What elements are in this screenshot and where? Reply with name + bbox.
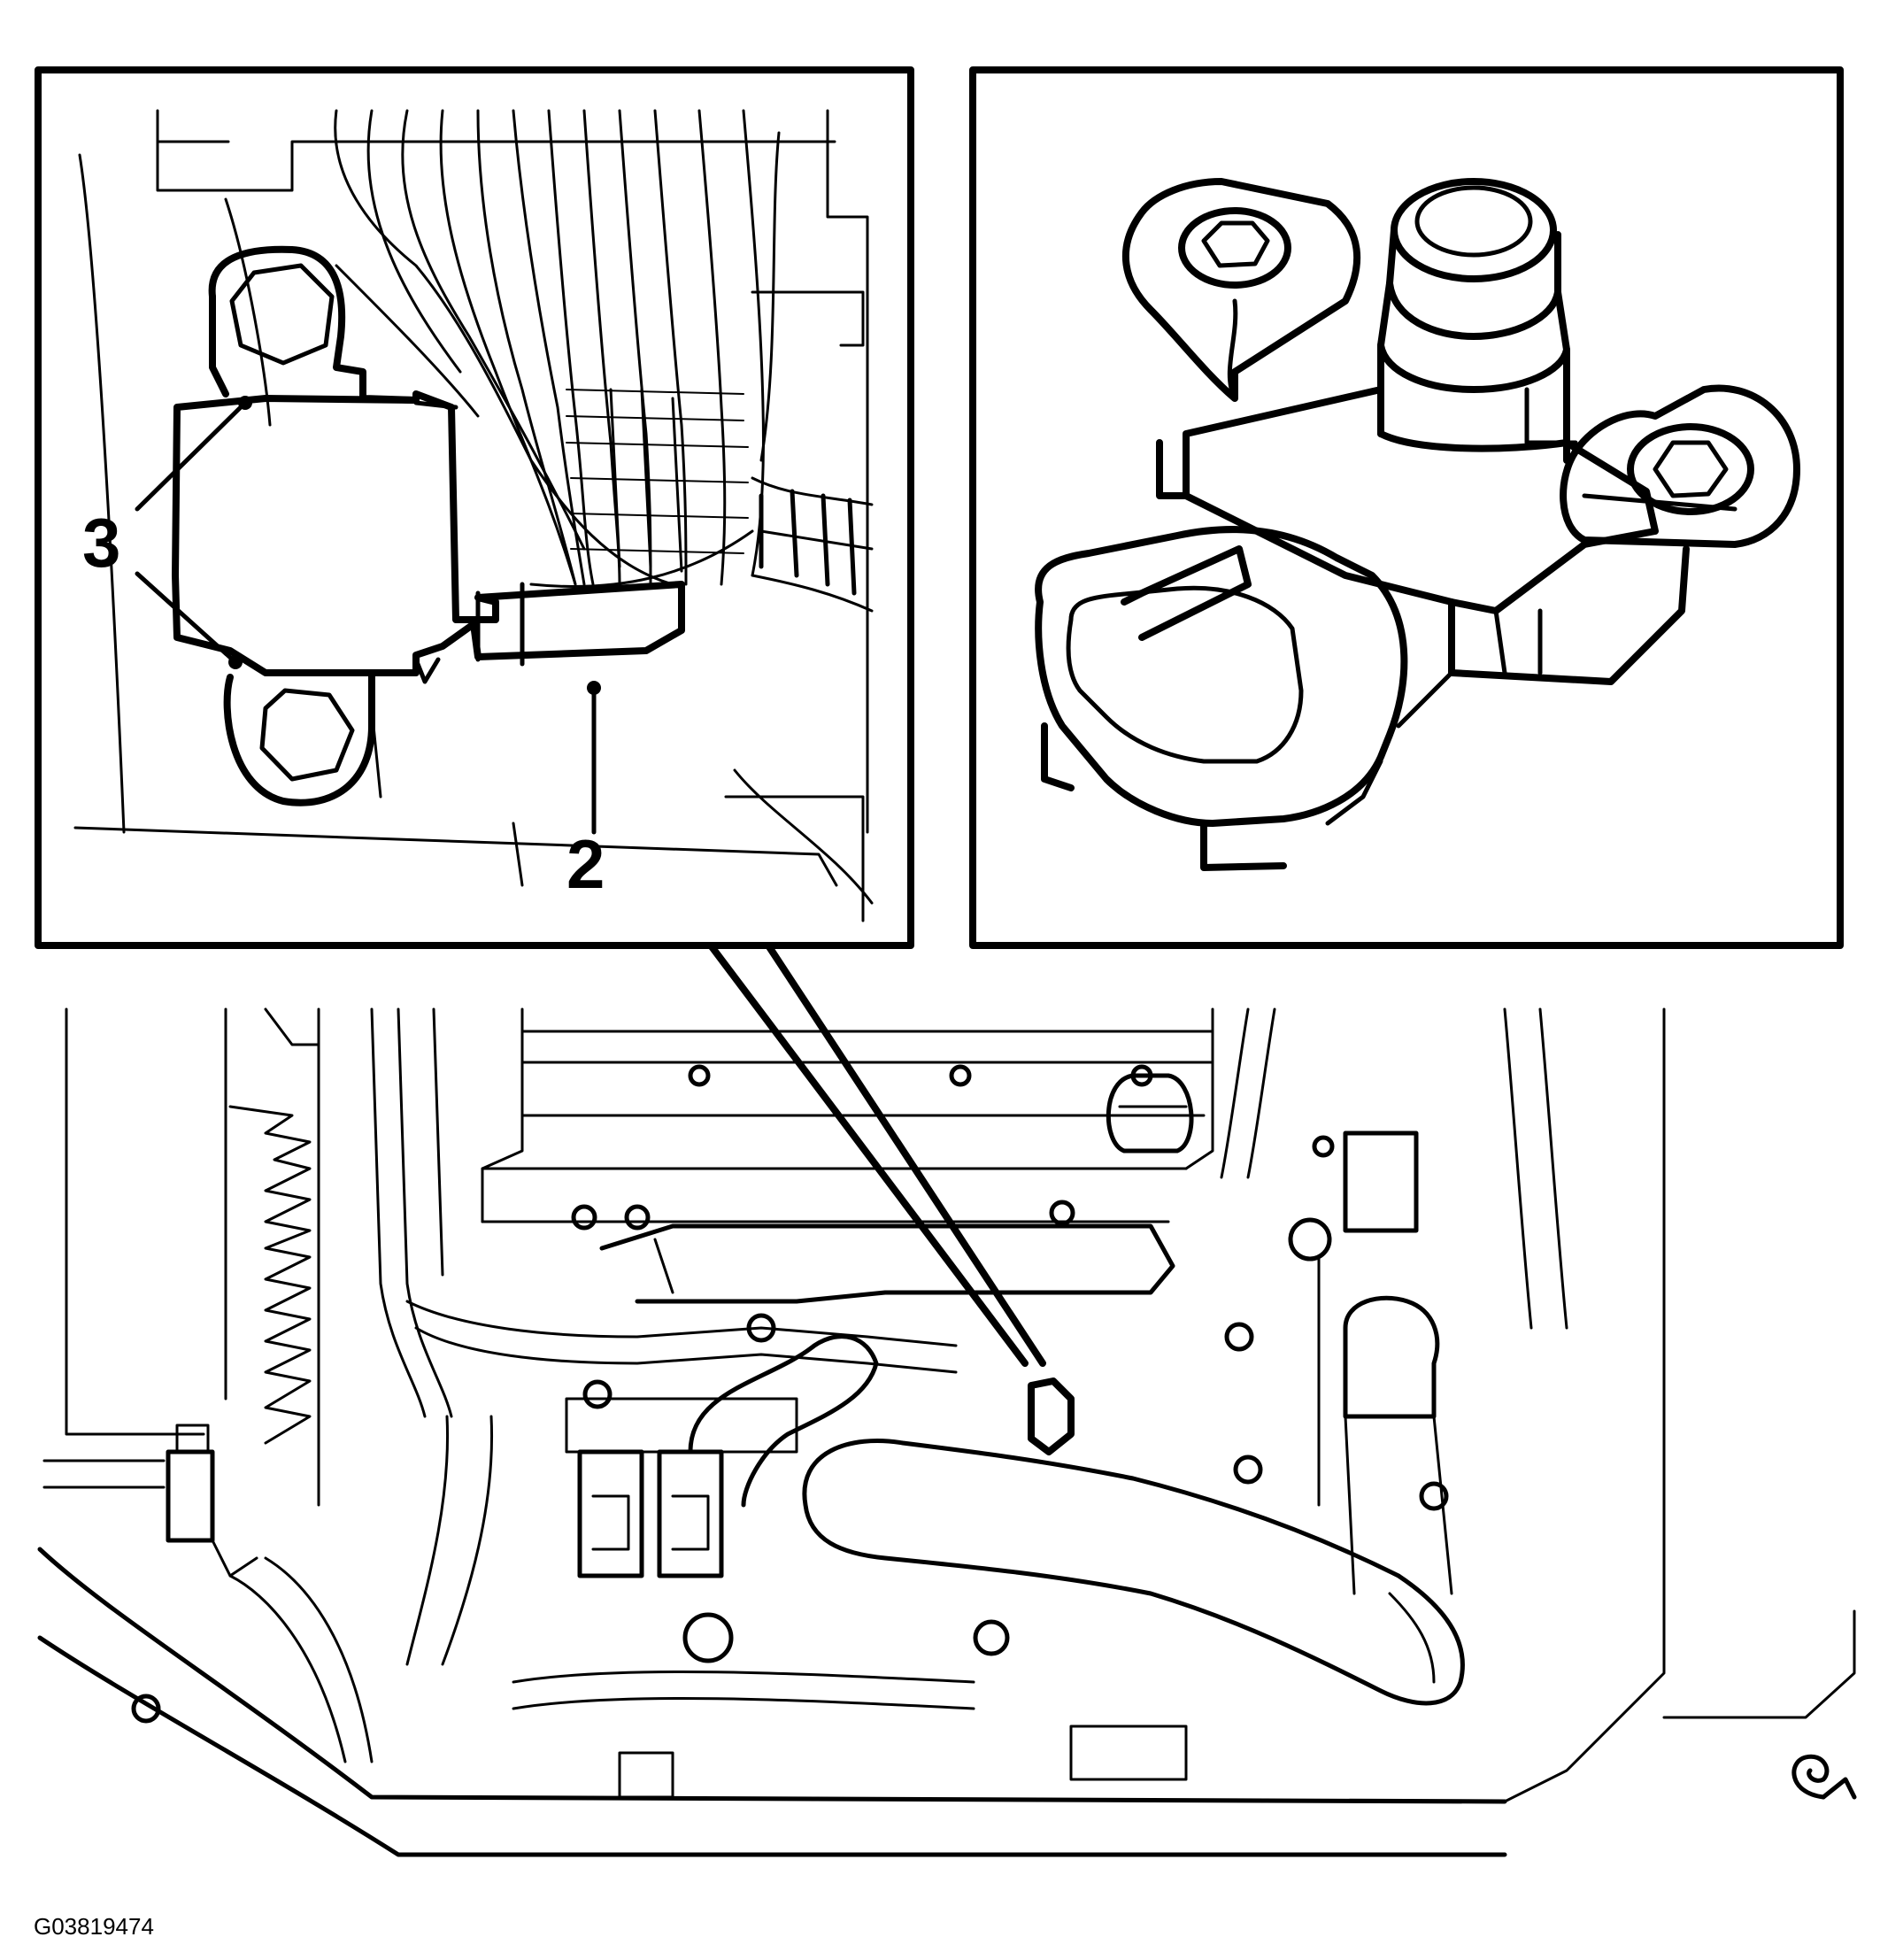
sensor-body-detail bbox=[172, 390, 685, 684]
sensor-right-mounting-ear bbox=[1560, 384, 1800, 548]
sensor-electrical-connector bbox=[1035, 526, 1454, 871]
detail-inset-mounting: 3 2 bbox=[35, 66, 914, 949]
callout-label-2: 2 bbox=[566, 825, 605, 903]
sensor-main-body bbox=[1156, 386, 1690, 685]
sensor-left-mounting-ear bbox=[1121, 178, 1361, 402]
oil-filler-cap bbox=[1106, 1073, 1194, 1154]
air-intake-duct bbox=[802, 1439, 1465, 1706]
inset-frame-left bbox=[35, 66, 914, 949]
inset-frame-right bbox=[969, 66, 1844, 949]
lower-fasteners bbox=[512, 1313, 1263, 1799]
fuel-rail-cover bbox=[599, 1223, 1175, 1304]
inset-background-structure bbox=[73, 109, 874, 922]
radiator-support bbox=[37, 1007, 1856, 1857]
fan-shroud-fins bbox=[228, 1007, 320, 1507]
hoses-and-pipes bbox=[228, 1007, 1568, 1763]
callout-label-3: 3 bbox=[82, 504, 120, 582]
callout-2-leader bbox=[587, 681, 601, 835]
view-orientation-arrow-icon bbox=[1791, 1754, 1857, 1800]
detail-inset-sensor bbox=[969, 66, 1844, 949]
callout-3-leaders bbox=[135, 396, 252, 669]
figure-id: G03819474 bbox=[34, 1913, 154, 1940]
relay-blocks bbox=[565, 1397, 798, 1578]
left-small-sensor bbox=[42, 1424, 258, 1578]
lower-mounting-bolt bbox=[223, 669, 382, 806]
intake-manifold bbox=[481, 1007, 1214, 1231]
sensor-location-marker bbox=[1028, 1377, 1075, 1455]
right-side-components bbox=[1224, 1130, 1453, 1595]
sensor-pressure-port bbox=[1377, 178, 1578, 464]
upper-mounting-bolt bbox=[208, 245, 420, 404]
side-connector-harness bbox=[751, 476, 874, 613]
engine-compartment-view bbox=[37, 1007, 1856, 1857]
wiring-harness-bundle bbox=[334, 109, 781, 588]
